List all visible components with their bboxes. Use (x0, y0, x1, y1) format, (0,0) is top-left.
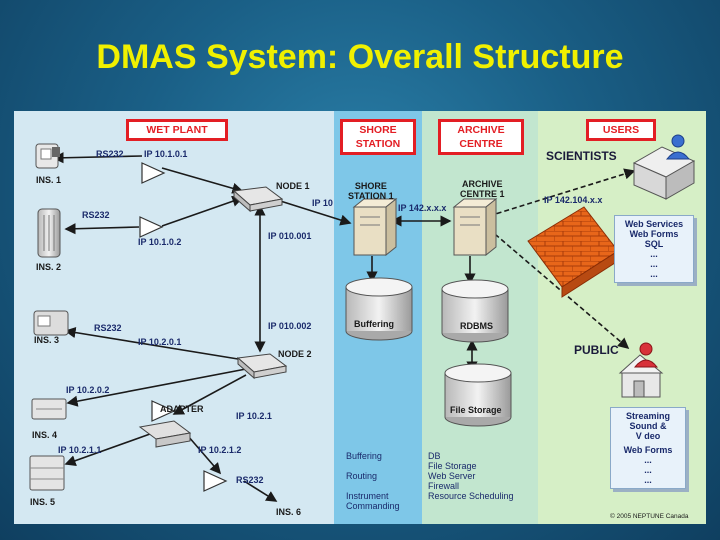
node2-label: NODE 2 (278, 349, 312, 359)
scientists-services-box: Web Services Web Forms SQL ... ... ... (614, 215, 694, 283)
ins2-label: INS. 2 (36, 262, 62, 272)
shore-function-routing: Routing (346, 471, 378, 481)
ip-label: IP 10.2.0.2 (66, 385, 110, 395)
scientists-service-item: ... (650, 249, 658, 259)
connection-lines (29, 134, 696, 502)
page-title: DMAS System: Overall Structure (96, 38, 624, 76)
ip-label: IP 010.002 (268, 321, 312, 331)
shore-function-commanding: Instrument Commanding (346, 491, 400, 511)
node1-icon (232, 186, 284, 213)
ins2-icon (37, 208, 61, 258)
transceiver-icon (141, 162, 166, 184)
public-service-item: ... (644, 455, 652, 465)
scientists-label: SCIENTISTS (546, 149, 617, 163)
rdbms-label: RDBMS (460, 321, 493, 331)
adapter-label: ADAPTER (160, 404, 204, 414)
copyright-text: © 2005 NEPTUNE Canada (610, 513, 689, 520)
public-service-item: ... (644, 475, 652, 485)
public-service-item: ... (644, 465, 652, 475)
buffering-cylinder-icon (345, 277, 413, 341)
ip-label: IP 10.2.1 (236, 411, 272, 421)
public-label: PUBLIC (574, 343, 619, 357)
archive-functions-list: DB File Storage Web Server Firewall Reso… (428, 451, 514, 501)
ip-label: IP 10.2.1.1 (58, 445, 102, 455)
transceiver-icon (203, 470, 228, 492)
archive-server-icon (452, 197, 498, 257)
scientists-service-item: Web Services (624, 219, 684, 229)
ip-label: IP 10.2.1.2 (198, 445, 242, 455)
rs232-label: RS232 (82, 210, 110, 220)
archive-function-item: Firewall (428, 481, 460, 491)
ins3-icon (33, 310, 69, 336)
ip-label: IP 142.104.x.x (544, 195, 603, 205)
public-service-item: Streaming (625, 411, 670, 421)
public-service-item: Sound & (629, 421, 667, 431)
public-services-box: Streaming Sound & V deo Web Forms ... ..… (610, 407, 686, 489)
firewall-icon (527, 206, 619, 298)
buffering-label: Buffering (354, 319, 394, 329)
zone-label-archive-centre: ARCHIVE CENTRE (438, 119, 524, 155)
ins1-icon (35, 143, 60, 169)
ins5-label: INS. 5 (30, 497, 56, 507)
zone-label-shore-station: SHORE STATION (340, 119, 416, 155)
transceiver-icon (151, 400, 176, 422)
scientists-service-item: SQL (644, 239, 664, 249)
node1-label: NODE 1 (276, 181, 310, 191)
archive-function-item: File Storage (428, 461, 477, 471)
ins4-icon (31, 398, 67, 420)
rdbms-cylinder-icon (441, 279, 509, 343)
scientists-service-item: Web Forms (629, 229, 679, 239)
shore-function-buffering: Buffering (346, 451, 382, 461)
archive-function-item: Resource Scheduling (428, 491, 514, 501)
adapter-icon (138, 420, 192, 448)
file-storage-label: File Storage (450, 405, 502, 415)
ip-label: IP 010.001 (268, 231, 312, 241)
shore-station-label: SHORE STATION 1 (348, 181, 394, 201)
transceiver-icon (139, 216, 164, 238)
ip-label: IP 142.x.x.x (398, 203, 447, 213)
rs232-label: RS232 (94, 323, 122, 333)
scientists-service-item: ... (650, 259, 658, 269)
ins6-label: INS. 6 (276, 507, 302, 517)
archive-function-item: Web Server (428, 471, 476, 481)
ip-label: IP 10.1.0.2 (138, 237, 182, 247)
rs232-label: RS232 (96, 149, 124, 159)
public-service-item: V deo (635, 431, 661, 441)
shore-server-icon (352, 197, 398, 257)
scientist-person-icon (665, 134, 691, 160)
rs232-label: RS232 (236, 475, 264, 485)
ins3-label: INS. 3 (34, 335, 60, 345)
archive-function-item: DB (428, 451, 441, 461)
diagram-panel: WET PLANT SHORE STATION ARCHIVE CENTRE U… (14, 111, 706, 524)
zone-label-users: USERS (586, 119, 656, 141)
file-storage-cylinder-icon (444, 363, 512, 427)
ins5-icon (29, 455, 65, 491)
zone-label-wet-plant: WET PLANT (126, 119, 228, 141)
public-person-icon (633, 342, 659, 368)
ins1-label: INS. 1 (36, 175, 62, 185)
ip-label: IP 10.2.0.1 (138, 337, 182, 347)
scientists-service-item: ... (650, 269, 658, 279)
ip-label: IP 10 (312, 198, 333, 208)
ip-label: IP 10.1.0.1 (144, 149, 188, 159)
public-service-item: Web Forms (623, 445, 673, 455)
node2-icon (236, 353, 288, 380)
archive-centre-label: ARCHIVE CENTRE 1 (460, 179, 505, 199)
ins4-label: INS. 4 (32, 430, 58, 440)
